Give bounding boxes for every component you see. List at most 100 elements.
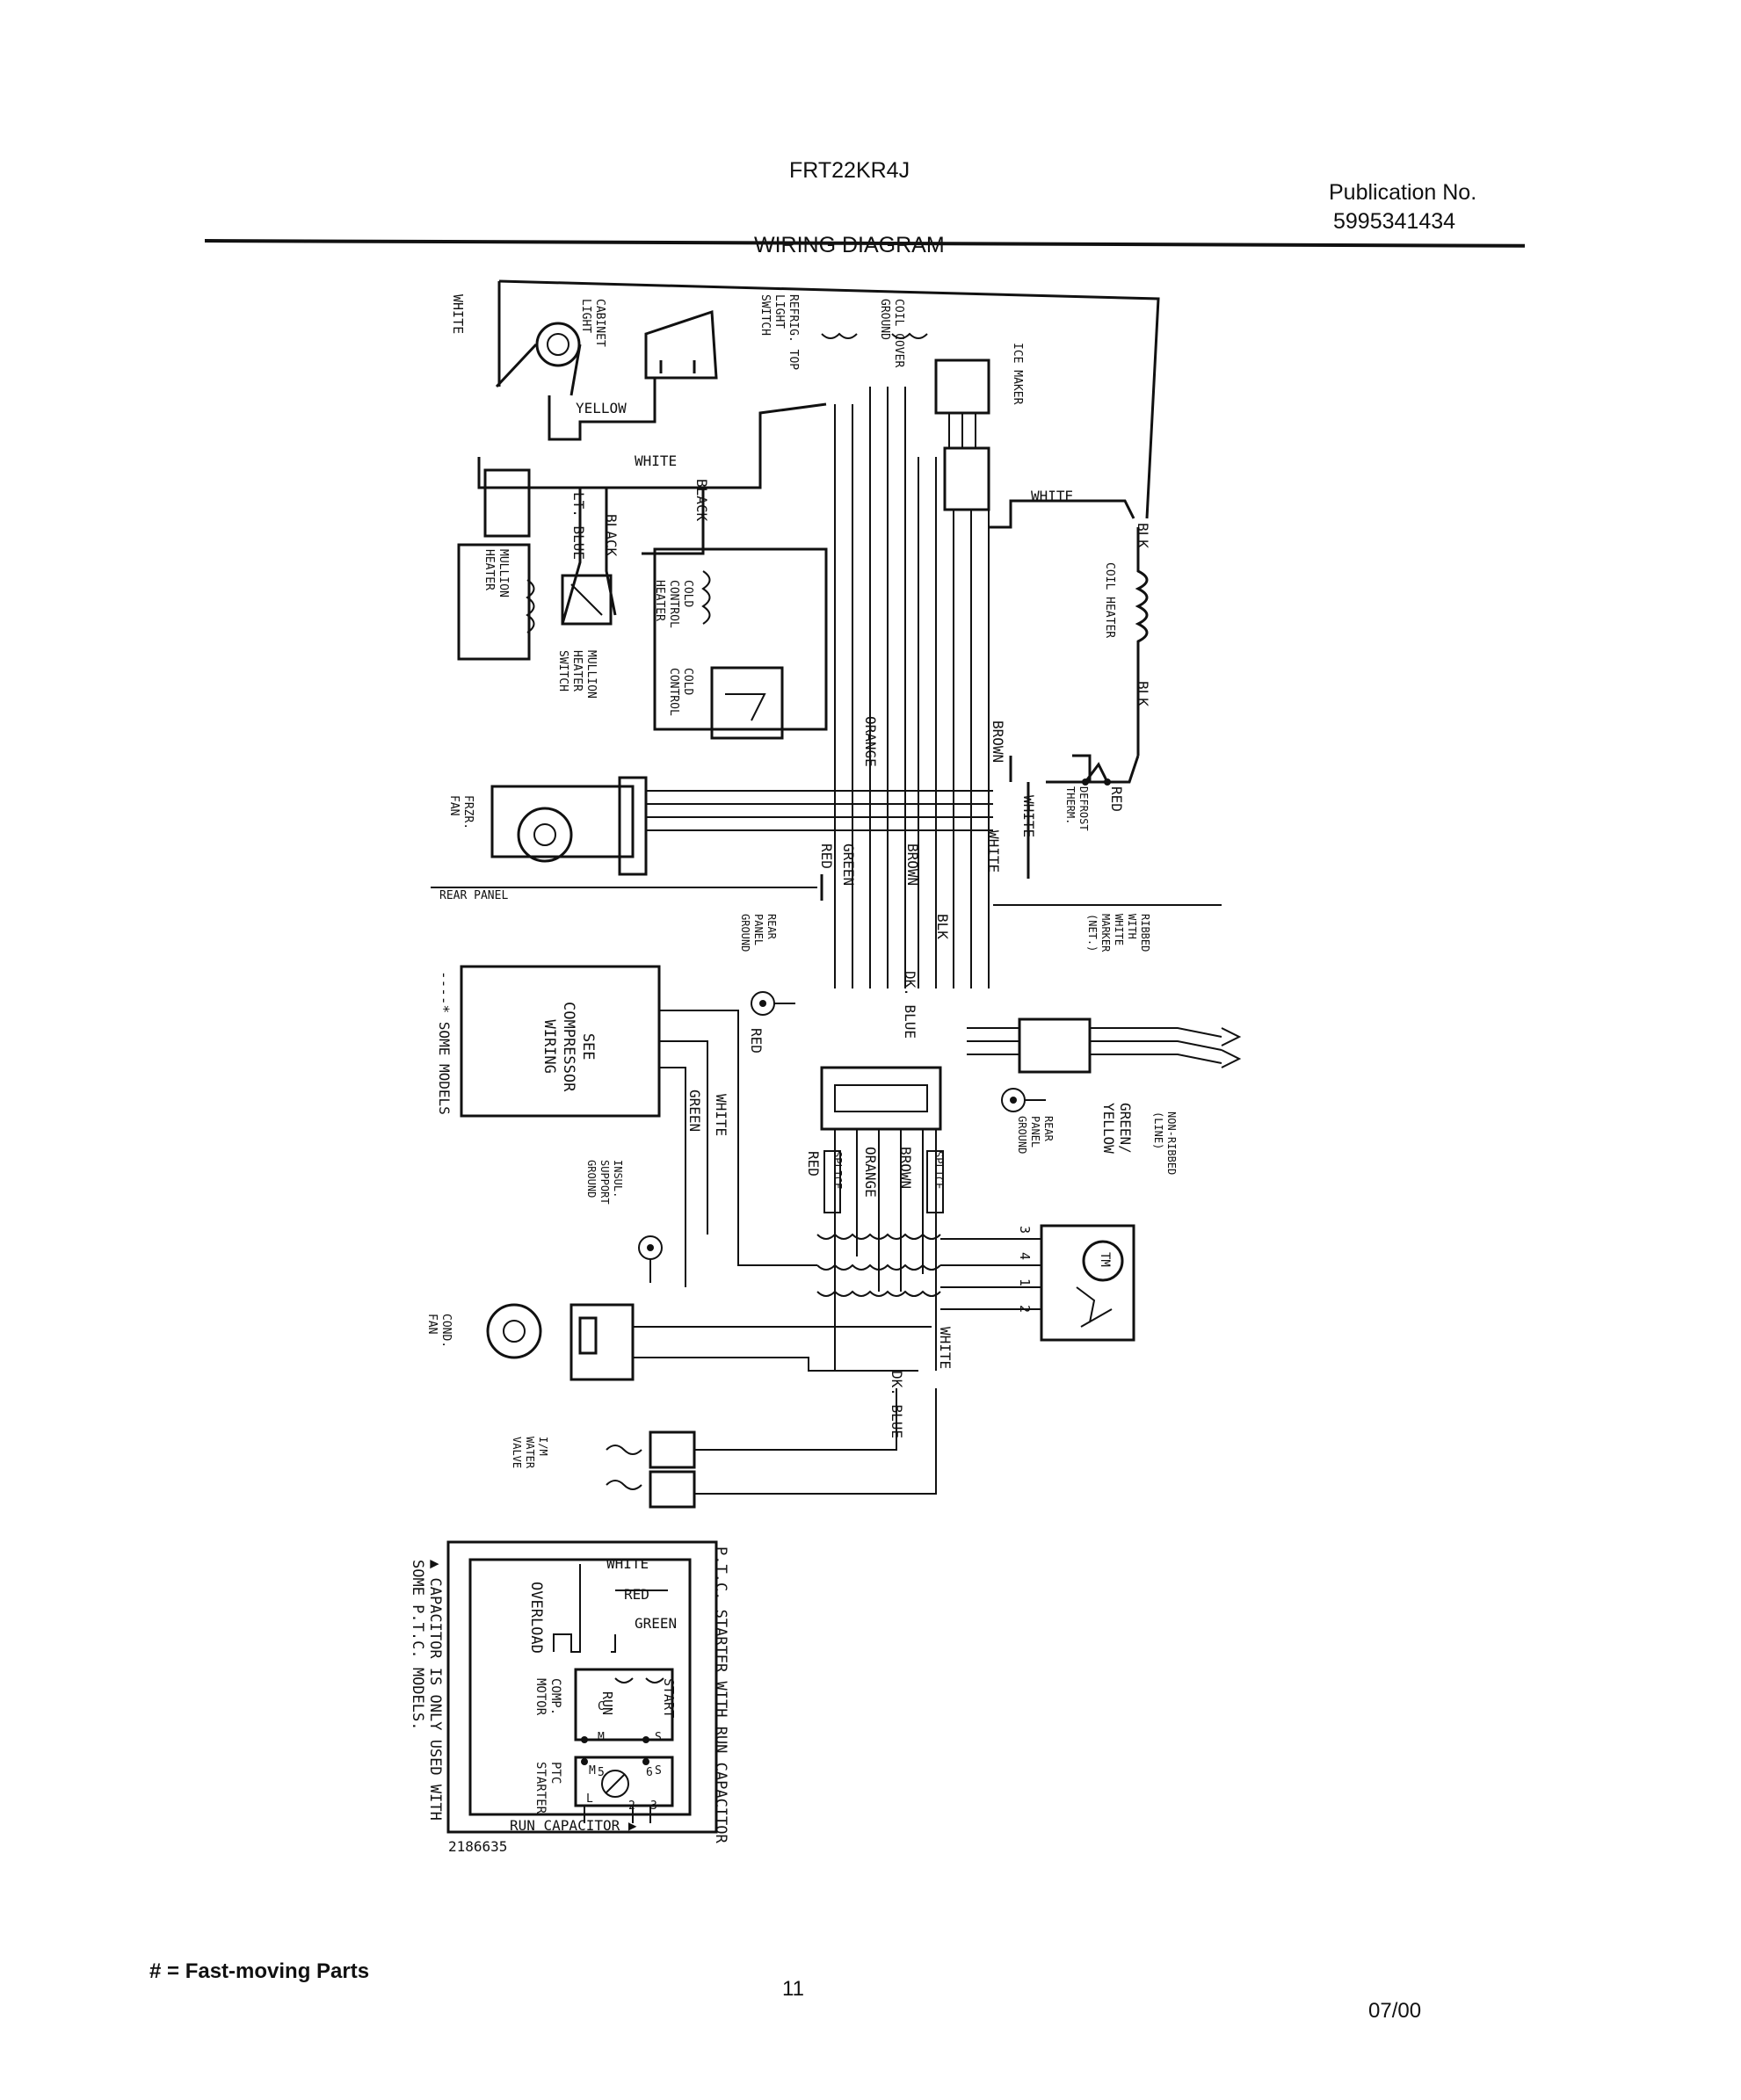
- dk-blue-label-mid: DK. BLUE: [902, 971, 918, 1039]
- coil-cover-ground-label: COIL COVER GROUND: [878, 299, 905, 368]
- cond-fan-wires: [633, 1326, 932, 1372]
- cold-control-frame: [653, 547, 828, 731]
- white-label-therm: WHITE: [1020, 795, 1037, 838]
- blk-label-mid: BLK: [934, 914, 951, 939]
- white-label-mid: WHITE: [985, 830, 1002, 873]
- white-coil-wire: [989, 499, 1135, 529]
- ptc-number-6: 6: [646, 1766, 653, 1779]
- see-compressor-label: SEE COMPRESSOR WIRING: [540, 1002, 597, 1092]
- ptc-starter-box: [574, 1756, 674, 1807]
- splice-label-right: SPLICE: [932, 1151, 945, 1190]
- white-harness-label: WHITE: [635, 453, 678, 469]
- mullion-heater-icon: [457, 468, 535, 661]
- compressor-wires: [659, 1010, 817, 1287]
- lt-blue-wire: [561, 488, 582, 625]
- red-label-mid: RED: [818, 844, 835, 869]
- insul-support-ground-label: INSUL. SUPPORT GROUND: [585, 1160, 624, 1205]
- green-yellow-label: GREEN/ YELLOW: [1100, 1103, 1134, 1154]
- white-label-top: WHITE: [450, 294, 466, 335]
- timer-wires: [940, 1238, 1041, 1310]
- some-models-label: ----* SOME MODELS: [436, 971, 453, 1115]
- ptc-letter-m1: M: [598, 1731, 605, 1744]
- cond-fan-label: COND. FAN: [425, 1314, 453, 1349]
- white-label-lower: WHITE: [713, 1094, 729, 1137]
- green-label-lower: GREEN: [686, 1090, 703, 1133]
- capacitor-leads: [584, 1806, 651, 1823]
- ptc-footnote: ▲ CAPACITOR IS ONLY USED WITH SOME P.T.C…: [409, 1560, 444, 1821]
- publication-label: Publication No.: [1329, 180, 1477, 205]
- rear-panel-label: REAR PANEL: [439, 889, 509, 902]
- water-valve-label: I/M WATER VALVE: [511, 1437, 549, 1469]
- brown-label-lower: BROWN: [897, 1147, 914, 1190]
- orange-label-lower: ORANGE: [862, 1147, 879, 1198]
- fast-moving-parts-legend: # = Fast-moving Parts: [149, 1959, 370, 1983]
- page-number: 11: [782, 1977, 804, 2001]
- terminal-4: 4: [1017, 1252, 1033, 1261]
- lower-harness: [834, 1129, 937, 1371]
- ptc-inner-frame: [468, 1558, 692, 1816]
- ptc-letter-l: L: [586, 1792, 593, 1806]
- ribbed-note: RIBBED WITH WHITE MARKER (NET.): [1086, 914, 1151, 952]
- light-switch-icon: [644, 309, 718, 380]
- black-wire: [605, 488, 617, 616]
- ptc-wiring: [553, 1564, 668, 1653]
- ptc-thermistor-icon: [601, 1770, 629, 1798]
- splice-label-left: SPLICE: [831, 1151, 844, 1190]
- cold-control-heater-label: COLD CONTROL HEATER: [653, 580, 694, 628]
- black-label: BLACK: [693, 479, 710, 522]
- black-label-2: BLACK: [603, 514, 620, 557]
- dk-blue-label-bottom: DK. BLUE: [889, 1371, 905, 1439]
- defrost-therm-label: DEFROST THERM.: [1064, 786, 1090, 831]
- mullion-heater-label: MULLION HEATER: [482, 549, 510, 597]
- cold-control-heater-symbol: [701, 570, 711, 625]
- lt-blue-label: LT. BLUE: [570, 492, 587, 561]
- black-branch: [642, 488, 705, 555]
- non-ribbed-note: NON-RIBBED (LINE): [1152, 1112, 1178, 1176]
- white-coil-label: WHITE: [1031, 488, 1074, 504]
- white-harness: [477, 402, 827, 489]
- brown-label-top: BROWN: [990, 721, 1006, 764]
- run-capacitor-label: RUN CAPACITOR ▶: [510, 1817, 637, 1834]
- red-label-splice: RED: [805, 1151, 822, 1177]
- power-cord-connector: [967, 1017, 1242, 1074]
- ptc-red-label: RED: [624, 1586, 649, 1603]
- cabinet-light-label: CABINET LIGHT: [579, 299, 606, 347]
- ptc-letter-s2: S: [655, 1764, 662, 1778]
- ptc-number-5: 5: [598, 1766, 605, 1779]
- rear-panel-ground-left-icon: [751, 991, 795, 1016]
- main-harness: [834, 387, 990, 988]
- ptc-title: P.T.C. STARTER WITH RUN CAPACITOR: [712, 1546, 729, 1843]
- ptc-number-2: 2: [628, 1799, 635, 1813]
- drawing-number: 2186635: [448, 1838, 508, 1855]
- ice-maker-label: ICE MAKER: [1011, 343, 1024, 405]
- comp-motor-box: [574, 1668, 674, 1742]
- yellow-wire: [548, 378, 657, 441]
- cabinet-light-icon: [495, 322, 582, 396]
- overload-label: OVERLOAD: [527, 1582, 545, 1654]
- splice-left-box: [823, 1150, 841, 1213]
- defrost-timer-icon: [1040, 1224, 1135, 1342]
- orange-label-top: ORANGE: [862, 716, 879, 767]
- ptc-starter-label: PTC STARTER: [533, 1762, 562, 1814]
- junction-block-inner: [834, 1084, 928, 1112]
- rear-panel-ground-label-left: REAR PANEL GROUND: [739, 914, 778, 952]
- motor-windings: [614, 1677, 664, 1684]
- splice-coils: [816, 1233, 941, 1297]
- start-label: START: [661, 1678, 677, 1719]
- terminal-3: 3: [1017, 1226, 1033, 1235]
- ptc-outer-frame: [446, 1540, 718, 1834]
- insul-support-ground-icon: [638, 1235, 663, 1283]
- mullion-switch-label: MULLION HEATER SWITCH: [556, 650, 598, 699]
- terminal-1: 1: [1017, 1278, 1033, 1287]
- coil-heater-icon: [1135, 527, 1149, 756]
- ptc-green-label: GREEN: [635, 1615, 678, 1632]
- comp-motor-label: COMP. MOTOR: [533, 1678, 562, 1716]
- rear-panel-ground-right-icon: [1001, 1088, 1046, 1112]
- tm-label: TM: [1098, 1252, 1112, 1267]
- white-label-bottom: WHITE: [937, 1327, 954, 1370]
- blk-label-bottom: BLK: [1135, 681, 1151, 706]
- yellow-label: YELLOW: [576, 400, 627, 416]
- brown-white-wires: [1009, 756, 1030, 879]
- ptc-white-label: WHITE: [606, 1555, 649, 1572]
